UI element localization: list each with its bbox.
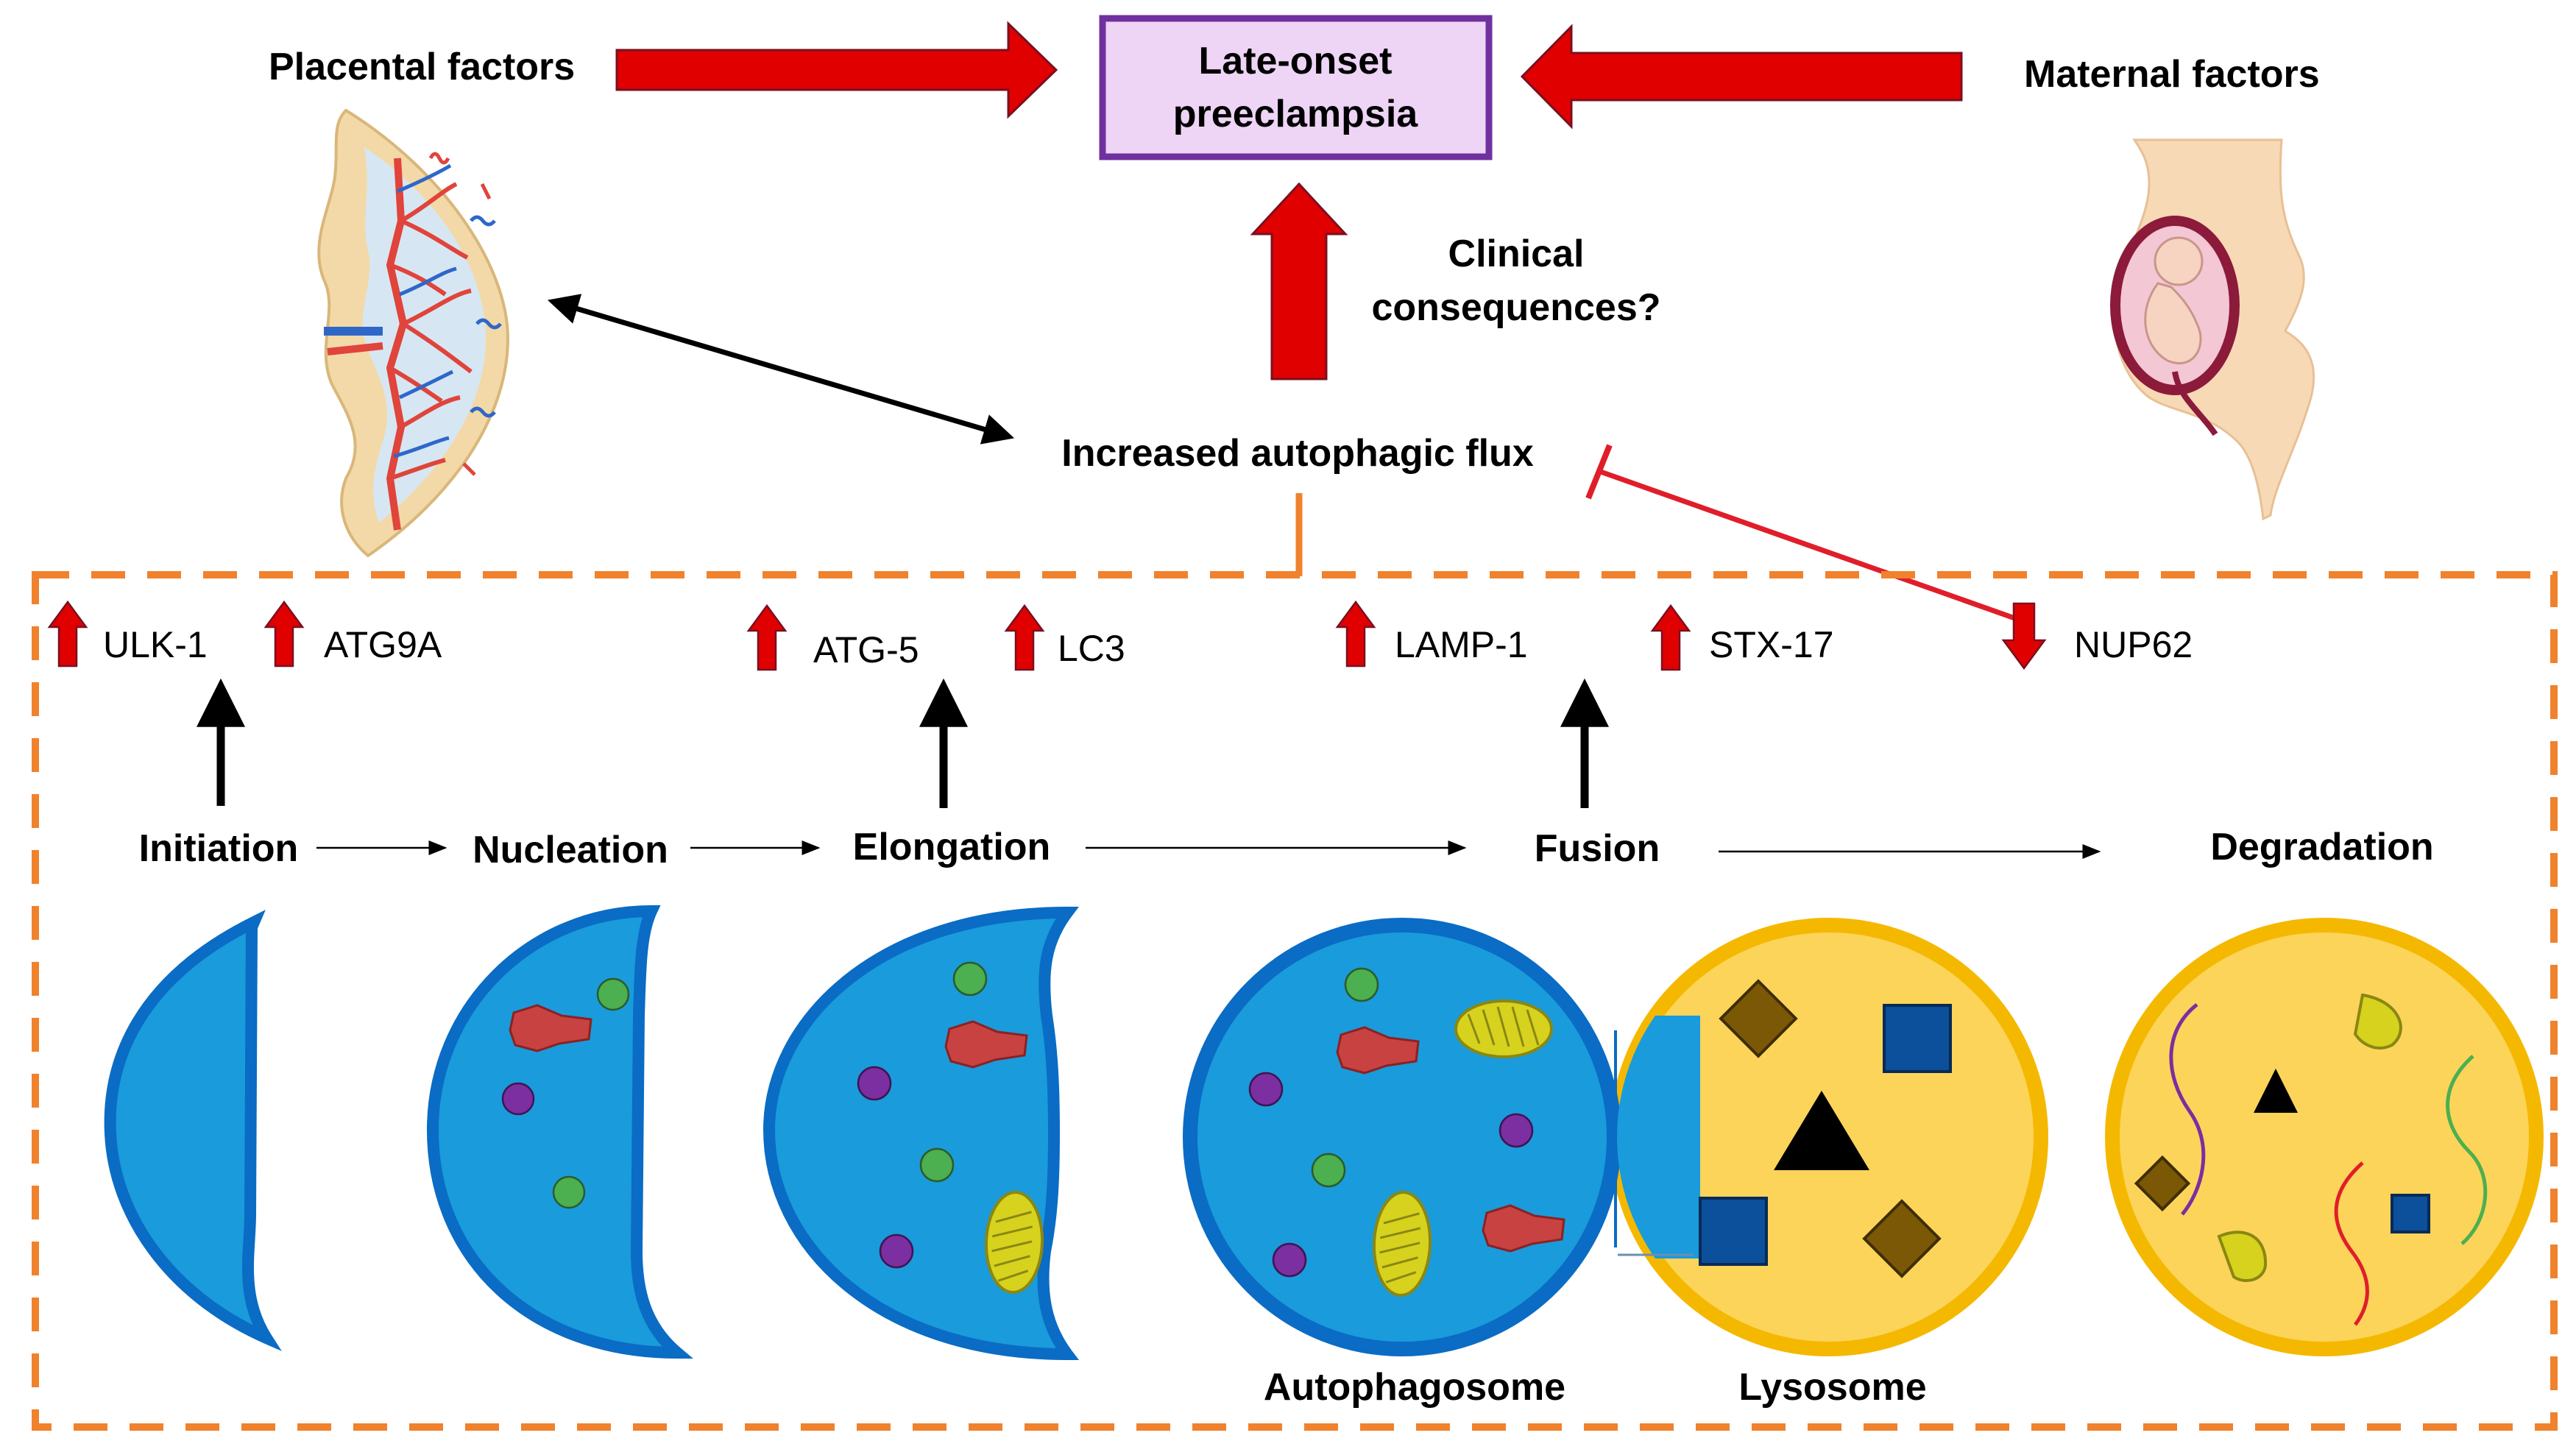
marker-label: LAMP-1: [1395, 624, 1528, 665]
cargo-vesicle-green: [1344, 967, 1379, 1002]
maternal-factors-label: Maternal factors: [2024, 53, 2320, 96]
cargo-protein-aggregate-icon: [509, 1004, 592, 1052]
hydrolase-triangle-icon: [1774, 1091, 1869, 1170]
autophagy-pathway-box: [32, 571, 2558, 1431]
up-arrow-icon: [1335, 600, 1376, 668]
placental-to-outcome-arrow: [615, 21, 1058, 119]
flux-label: Increased autophagic flux: [1061, 432, 1534, 475]
hydrolase-square-icon: [1883, 1004, 1952, 1073]
mitochondrion-icon: [1454, 999, 1553, 1058]
marker-stx17: STX-17: [1650, 603, 1834, 671]
up-arrow-icon: [263, 600, 305, 668]
cargo-vesicle-purple: [857, 1066, 892, 1101]
flux-to-outcome-arrow: [1250, 182, 1348, 380]
cargo-vesicle-purple: [501, 1082, 535, 1116]
marker-label: LC3: [1058, 628, 1125, 669]
phagophore-nucleation: [426, 904, 693, 1359]
degraded-mitochondrion-fragment-icon: [2217, 1231, 2268, 1282]
phagophore-initiation: [104, 910, 282, 1351]
up-arrow-icon: [1650, 603, 1691, 671]
cargo-vesicle-purple: [879, 1233, 914, 1269]
hydrolase-diamond-icon: [1719, 979, 1798, 1058]
pregnant-woman-illustration: [2110, 138, 2315, 521]
cargo-vesicle-purple: [1272, 1242, 1307, 1278]
outcome-line1: Late-onset: [1199, 40, 1393, 82]
stage-fusion: Fusion: [1535, 827, 1660, 870]
marker-label: ATG-5: [813, 629, 919, 670]
hydrolase-diamond-icon: [1862, 1199, 1942, 1278]
up-arrow-icon: [1004, 603, 1045, 671]
placenta-spiral-arteries: [470, 215, 502, 418]
placenta-branches-blue: [393, 163, 457, 459]
cargo-vesicle-green: [952, 961, 988, 996]
marker-label: STX-17: [1709, 624, 1834, 665]
fetus-head-icon: [2154, 236, 2204, 286]
hydrolase-square-icon: [1699, 1197, 1768, 1266]
cargo-protein-aggregate-icon: [944, 1020, 1028, 1069]
degraded-triangle-icon: [2254, 1069, 2298, 1113]
birth-canal-icon: [2172, 371, 2218, 436]
cargo-protein-aggregate-icon: [1336, 1026, 1420, 1075]
degraded-fragment-red: [2334, 1161, 2369, 1326]
stage-initiation: Initiation: [139, 827, 299, 870]
maternal-to-outcome-arrow: [1520, 24, 1963, 130]
degraded-square-icon: [2391, 1194, 2430, 1233]
marker-atg5: ATG-5: [746, 603, 919, 671]
mitochondrion-icon: [984, 1191, 1044, 1294]
outcome-line2: preeclampsia: [1173, 93, 1418, 135]
autophagosome-label: Autophagosome: [1264, 1366, 1565, 1409]
cargo-vesicle-green: [919, 1147, 955, 1183]
placental-factors-label: Placental factors: [269, 46, 575, 88]
stage-elongation: Elongation: [853, 826, 1051, 868]
cargo-vesicle-purple: [1498, 1113, 1534, 1148]
lysosome-label: Lysosome: [1738, 1366, 1926, 1409]
marker-label: NUP62: [2074, 624, 2193, 665]
marker-lamp1: LAMP-1: [1335, 600, 1528, 668]
up-arrow-icon: [47, 600, 88, 668]
cargo-vesicle-green: [596, 977, 630, 1011]
cargo-vesicle-green: [1311, 1153, 1346, 1188]
stage-nucleation: Nucleation: [473, 829, 668, 871]
marker-label: ATG9A: [324, 624, 442, 665]
nup62-inhibition-line: [1585, 444, 2033, 627]
marker-label: ULK-1: [103, 624, 208, 665]
stage-degradation: Degradation: [2210, 826, 2433, 868]
mitochondrion-icon: [1372, 1191, 1432, 1297]
outcome-box: Late-onset preeclampsia: [1099, 15, 1493, 160]
down-arrow-icon: [2001, 602, 2047, 670]
degraded-fragment-purple: [2169, 1003, 2206, 1216]
cargo-vesicle-purple: [1248, 1072, 1284, 1107]
cargo-vesicle-green: [552, 1175, 586, 1209]
clinical-line1: Clinical: [1448, 233, 1585, 275]
cargo-protein-aggregate-icon: [1482, 1204, 1565, 1253]
outcome-box-frame: [1099, 15, 1493, 160]
fusion-lysosome-overlap: [1617, 1016, 1700, 1258]
marker-nup62: NUP62: [2001, 602, 2193, 670]
marker-atg9a: ATG9A: [263, 600, 442, 668]
up-arrow-icon: [746, 603, 788, 671]
placenta-spiral-red: [428, 152, 492, 476]
marker-lc3: LC3: [1004, 603, 1125, 671]
clinical-line2: consequences?: [1371, 286, 1660, 329]
placenta-flux-double-arrow: [547, 294, 1015, 445]
marker-ulk1: ULK-1: [47, 600, 208, 668]
fetus-body-icon: [2144, 282, 2202, 365]
placenta-illustration: [317, 108, 510, 558]
degraded-diamond-icon: [2134, 1155, 2191, 1212]
umbilical-vessel-red: [327, 342, 383, 355]
placenta-main-vessel: [386, 157, 408, 531]
degraded-fragment-green: [2446, 1055, 2488, 1245]
degradation-lysosome: [2105, 918, 2544, 1356]
degraded-mitochondrion-fragment-icon: [2353, 993, 2402, 1049]
